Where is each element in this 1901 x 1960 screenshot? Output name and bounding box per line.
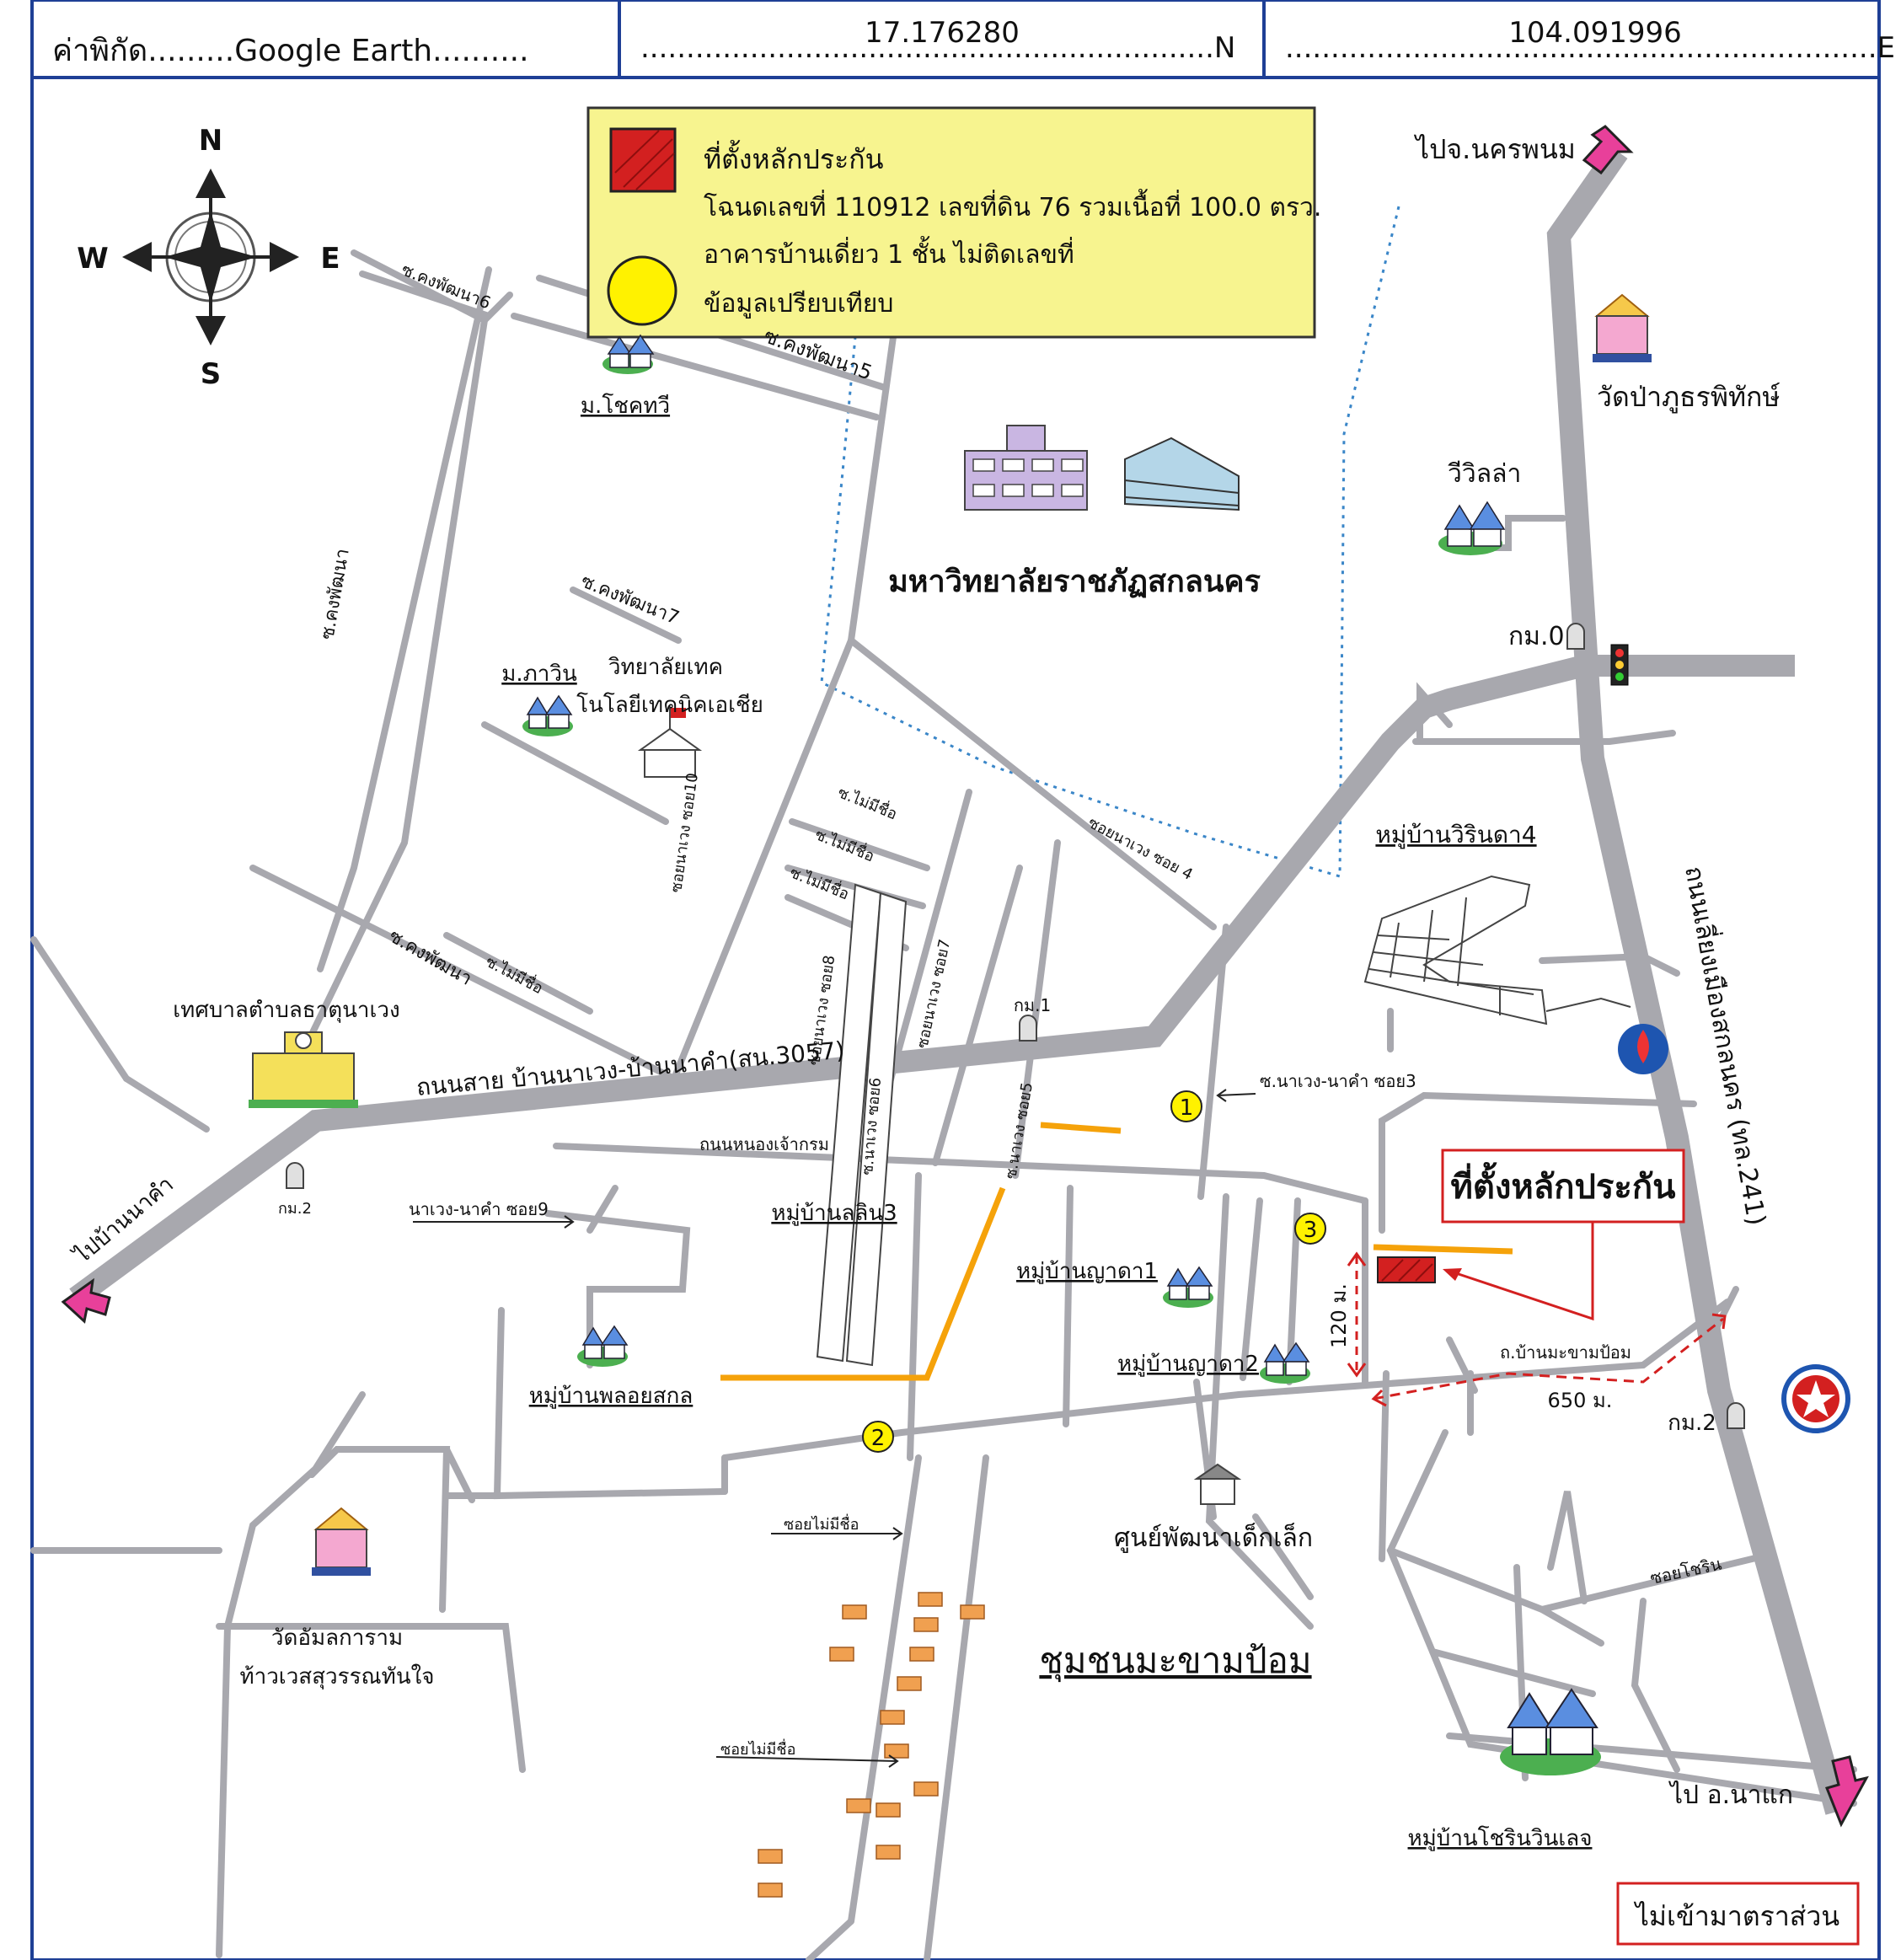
label-soi-mai-mi-chue-1: ซ.ไม่มีชื่อ	[835, 781, 900, 823]
latitude-value: 17.176280	[865, 16, 1020, 50]
row-houses	[816, 883, 908, 1367]
legend-building-line: อาคารบ้านเดี่ยว 1 ชั้น ไม่ติดเลขที่	[704, 236, 1074, 270]
label-soi-nawaeng7: ซอยนาเวง ซอย7	[913, 938, 954, 1050]
label-wat-umalakaram-1: วัดอัมลการาม	[271, 1625, 403, 1651]
office-building-icon	[1124, 436, 1240, 511]
label-mb-chokthawi: ม.โชคทวี	[581, 393, 670, 419]
university-building-icon	[964, 425, 1088, 511]
label-mb-ploy-sakon: หมู่บ้านพลอยสกล	[529, 1384, 693, 1409]
label-soi-nawaeng10: ซอยนาเวง ซอย10	[667, 772, 702, 894]
label-dist-650: 650 ม.	[1548, 1389, 1613, 1412]
label-km2-left: กม.2	[278, 1200, 312, 1218]
label-child-center: ศูนย์พัฒนาเด็กเล็ก	[1114, 1522, 1313, 1553]
village-house-icon	[602, 334, 655, 374]
arrow-west-icon	[61, 1277, 111, 1324]
label-km0: กม.0	[1508, 622, 1565, 651]
collateral-callout-text: ที่ตั้งหลักประกัน	[1451, 1162, 1676, 1207]
traffic-light-icon	[1610, 644, 1629, 686]
village-house-icon	[1438, 501, 1506, 555]
comparison-swatch	[607, 255, 677, 326]
coordinate-header: ค่าพิกัด.........Google Earth.......... …	[30, 0, 1895, 79]
label-pointer-arrows	[413, 1089, 1256, 1768]
legend-comparison-label: ข้อมูลเปรียบเทียบ	[704, 289, 893, 319]
compass-n: N	[199, 124, 222, 158]
label-mb-phawin: ม.ภาวิน	[501, 661, 577, 687]
longitude-suffix: ........................................…	[1285, 31, 1895, 65]
label-nawaeng-nakham9: นาเวง-นาคำ ซอย9	[409, 1199, 549, 1219]
compass-e: E	[320, 242, 340, 276]
legend-collateral-label: ที่ตั้งหลักประกัน	[704, 140, 884, 175]
label-university: มหาวิทยาลัยราชภัฏสกลนคร	[888, 565, 1261, 599]
legend: ที่ตั้งหลักประกัน โฉนดเลขที่ 110912 เลขท…	[586, 106, 1321, 339]
collateral-callout: ที่ตั้งหลักประกัน	[1441, 1149, 1685, 1321]
label-soi-nawaeng-nakham3: ซ.นาเวง-นาคำ ซอย3	[1260, 1071, 1416, 1091]
village-house-icon	[577, 1325, 629, 1367]
village-house-icon	[1260, 1341, 1310, 1384]
label-road-makham-pom: ถ.บ้านมะขามป้อม	[1500, 1342, 1631, 1363]
comparison-marker-2: 2	[862, 1421, 894, 1453]
comparison-marker-3: 3	[1294, 1213, 1326, 1245]
map-frame	[30, 76, 1881, 1960]
label-km1: กม.1	[1014, 995, 1051, 1015]
label-mb-yada1: หมู่บ้านญาดา1	[1016, 1259, 1158, 1284]
child-center-icon	[1193, 1463, 1242, 1505]
label-wat-pa-phut: วัดป่าภูธรพิทักษ์	[1597, 381, 1781, 414]
direction-arrows	[61, 125, 1869, 1828]
village-house-icon	[522, 694, 573, 736]
label-soi-khongphatthana-b: ซ.คงพัฒนา	[385, 926, 475, 990]
svg-text:1: 1	[1180, 1095, 1194, 1121]
legend-deed-line: โฉนดเลขที่ 110912 เลขที่ดิน 76 รวมเนื้อท…	[704, 189, 1321, 222]
label-soi-khongphatthana-left: ซ.คงพัฒนา	[317, 547, 354, 641]
svg-text:3: 3	[1304, 1218, 1318, 1243]
temple-icon	[1593, 293, 1652, 362]
label-not-to-scale: ไม่เข้ามาตราส่วน	[1633, 1900, 1839, 1932]
label-municipality: เทศบาลตำบลธาตุนาเวง	[173, 998, 399, 1023]
latitude-suffix: ........................................…	[640, 31, 1235, 65]
svg-text:2: 2	[871, 1426, 886, 1451]
longitude-value: 104.091996	[1508, 16, 1682, 50]
label-soi-mai-mi-chue-5: ซอยไม่มีชื่อ	[784, 1513, 859, 1534]
milestone-icon	[286, 623, 1745, 1429]
label-mb-lalin3: หมู่บ้านลลิน3	[771, 1201, 897, 1226]
village-house-icon	[1500, 1688, 1601, 1775]
label-soi-mai-mi-chue-6: ซอยไม่มีชื่อ	[720, 1738, 795, 1759]
caltex-station-icon	[1781, 1364, 1850, 1433]
label-mb-wirinda4: หมู่บ้านวิรินดา4	[1375, 821, 1536, 849]
distance-indicators	[1347, 1251, 1727, 1407]
compass-s: S	[201, 357, 222, 391]
orange-roads	[720, 1122, 1513, 1381]
main-roads	[69, 144, 1849, 1815]
label-dist-120: 120 ม.	[1327, 1283, 1351, 1348]
label-community: ชุมชนมะขามป้อม	[1039, 1640, 1311, 1683]
label-wat-umalakaram-2: ท้าวเวสสุวรรณทันใจ	[239, 1664, 434, 1690]
label-to-na-kae: ไป อ.นาแก	[1668, 1780, 1793, 1810]
label-tech-college-2: โนโลยีเทคนิคเอเชีย	[576, 692, 763, 718]
arrow-north-icon	[1582, 125, 1634, 175]
compass-rose: N S W E	[77, 124, 340, 391]
arrow-south-icon	[1824, 1755, 1869, 1828]
label-soi-chaiyarin: ซอยโชริน	[1648, 1553, 1723, 1588]
comparison-marker-1: 1	[1170, 1090, 1202, 1122]
coordinate-label: ค่าพิกัด.........Google Earth..........	[52, 34, 529, 68]
collateral-swatch	[609, 127, 677, 193]
label-mb-yada2: หมู่บ้านญาดา2	[1117, 1352, 1259, 1377]
label-mb-chairin: หมู่บ้านโชรินวินเลจ	[1408, 1825, 1593, 1851]
ptt-station-icon	[1618, 1024, 1668, 1074]
collateral-location	[1377, 1256, 1436, 1283]
label-to-nakhon-phanom: ไปจ.นครพนม	[1413, 133, 1576, 165]
not-to-scale-box	[1616, 1882, 1860, 1946]
village-house-icon	[1163, 1266, 1213, 1308]
temple-icon	[312, 1507, 371, 1576]
school-icon	[637, 708, 703, 778]
university-boundary	[820, 206, 1400, 878]
municipal-office-icon	[249, 1031, 358, 1108]
label-km2-right: กม.2	[1668, 1411, 1716, 1436]
small-house-cluster	[758, 1592, 985, 1898]
label-tech-college-1: วิทยาลัยเทค	[608, 655, 724, 680]
housing-estate-grid	[1363, 875, 1631, 1026]
label-nong-chao-krom-road: ถนนหนองเจ้ากรม	[699, 1134, 829, 1154]
compass-w: W	[77, 242, 109, 276]
label-villa: วีวิลล่า	[1448, 459, 1521, 489]
